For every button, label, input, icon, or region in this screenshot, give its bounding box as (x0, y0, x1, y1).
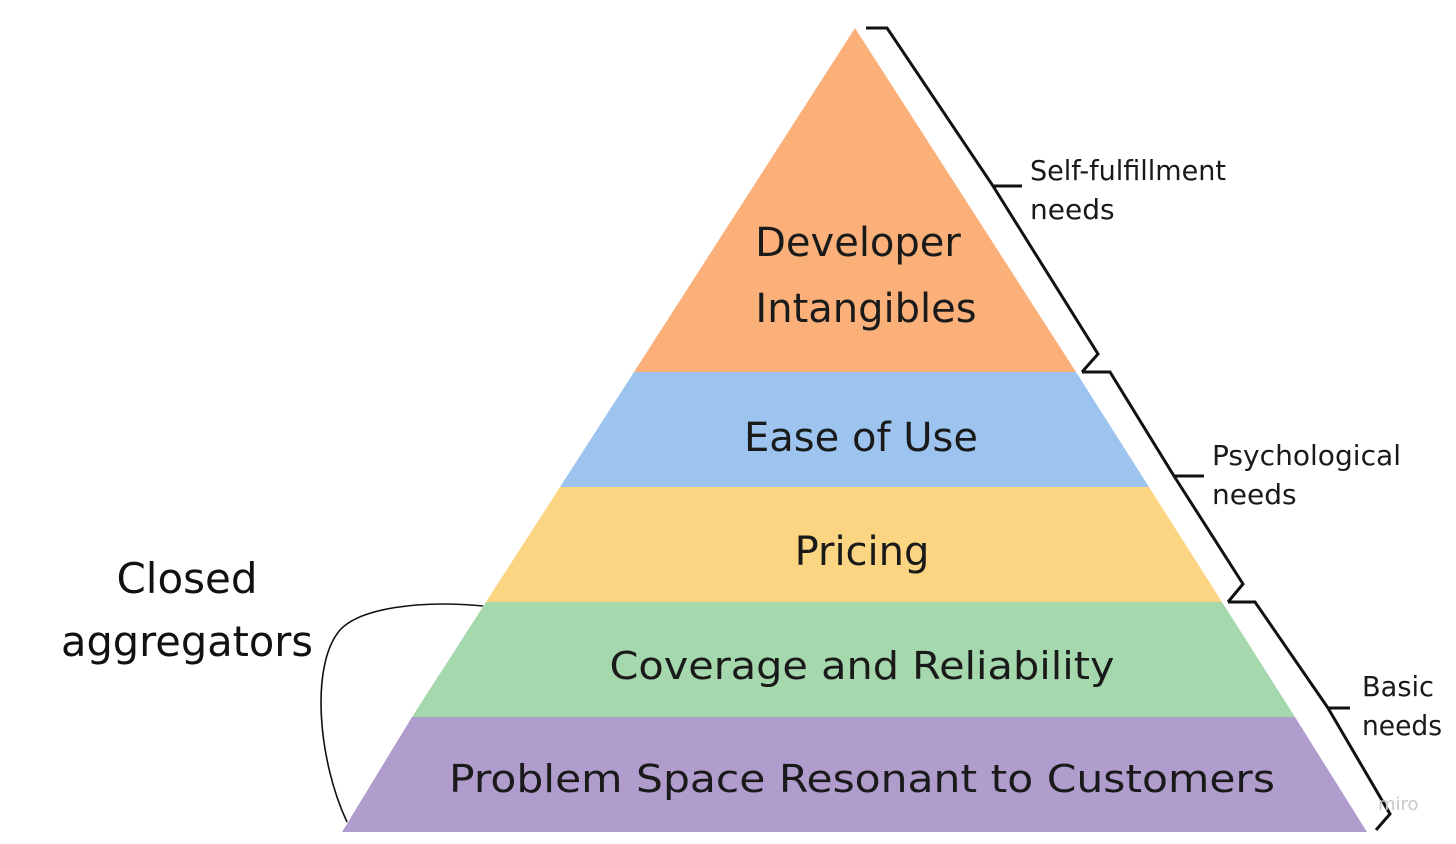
label-basic-needs: needs (1362, 709, 1442, 742)
label-aggregators: aggregators (61, 617, 313, 666)
bracket-self-fulfillment (866, 26, 1100, 373)
needs-brackets (866, 26, 1392, 831)
label-self-fulfillment-needs: needs (1030, 193, 1115, 226)
label-self-fulfillment: Self-fulfillment (1030, 154, 1226, 187)
miro-watermark: miro (1378, 794, 1419, 815)
tier-label-ease-of-use: Ease of Use (744, 415, 978, 461)
label-basic: Basic (1362, 670, 1434, 703)
tier-developer-intangibles (634, 28, 1076, 372)
tier-label-problem-space: Problem Space Resonant to Customers (449, 757, 1275, 801)
tier-pricing (486, 487, 1222, 602)
tier-labels: Developer Intangibles Ease of Use Pricin… (449, 220, 1275, 801)
label-closed: Closed (116, 554, 257, 603)
needs-labels: Self-fulfillment needs Psychological nee… (1030, 154, 1442, 742)
tier-coverage-and-reliability (412, 602, 1295, 717)
tier-problem-space (342, 717, 1367, 832)
label-psychological: Psychological (1212, 439, 1401, 472)
bracket-basic (1228, 600, 1392, 831)
label-psychological-needs: needs (1212, 478, 1297, 511)
tier-label-pricing: Pricing (795, 529, 930, 575)
tier-label-coverage-and-reliability: Coverage and Reliability (610, 644, 1115, 688)
closed-aggregators-curve (320, 603, 484, 823)
tier-label-intangibles: Intangibles (755, 286, 976, 332)
closed-aggregators-annotation: Closed aggregators (61, 554, 484, 823)
bracket-psychological (1082, 370, 1245, 603)
tier-ease-of-use (560, 372, 1149, 487)
tier-label-developer: Developer (755, 220, 961, 266)
pyramid (342, 28, 1367, 832)
